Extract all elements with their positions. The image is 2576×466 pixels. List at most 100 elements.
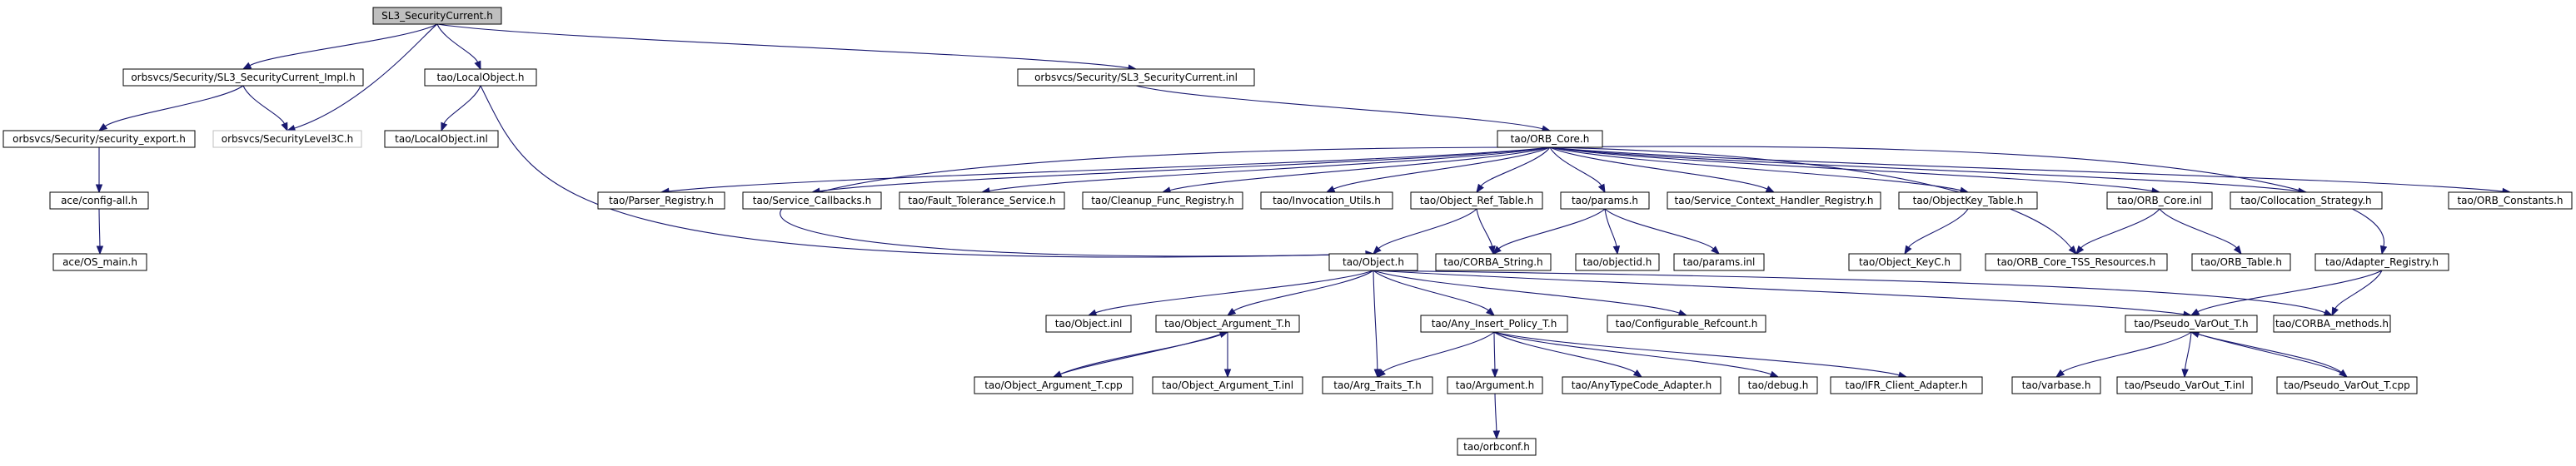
node-service-callbacks-h[interactable]: tao/Service_Callbacks.h [742,191,882,210]
edge-line [819,146,1551,192]
node-argument-h[interactable]: tao/Argument.h [1447,376,1543,394]
node-pseudo-varout-t-cpp[interactable]: tao/Pseudo_VarOut_T.cpp [2276,376,2418,394]
node-box [742,191,882,210]
node-object-argument-t-inl[interactable]: tao/Object_Argument_T.inl [1152,376,1303,394]
node-object-argument-t-h[interactable]: tao/Object_Argument_T.h [1155,315,1300,333]
edge-line [1494,393,1497,432]
edge-line [2185,331,2192,370]
node-sl3-sc-h[interactable]: SL3_SecurityCurrent.h [372,7,502,25]
arrow-head-icon [1597,183,1606,194]
node-box [1830,376,1983,394]
node-orb-constants-h[interactable]: tao/ORB_Constants.h [2448,191,2573,210]
edge-object_ref_table_h-to-object_h [1373,208,1477,255]
node-invocation-utils-h[interactable]: tao/Invocation_Utils.h [1260,191,1393,210]
edge-object_h-to-object_argument_t_h [1226,270,1374,316]
edge-objectkey_table_h-to-object_keyc_h [1904,208,1969,255]
node-any-insert-policy-t-h[interactable]: tao/Any_Insert_Policy_T.h [1420,315,1568,333]
node-orb-table-h[interactable]: tao/ORB_Table.h [2191,253,2291,271]
edge-config_all_h-to-os_main_h [96,208,104,255]
node-label: tao/Pseudo_VarOut_T.inl [2125,379,2245,391]
node-debug-h[interactable]: tao/debug.h [1738,376,1818,394]
node-orb-core-h[interactable]: tao/ORB_Core.h [1497,130,1603,148]
edge-line [1373,270,2185,315]
node-collocation-strategy-h[interactable]: tao/Collocation_Strategy.h [2230,191,2383,210]
node-objectkey-table-h[interactable]: tao/ObjectKey_Table.h [1898,191,2038,210]
node-localobject-inl[interactable]: tao/LocalObject.inl [384,130,499,148]
node-box [2314,253,2449,271]
edge-orb_core_inl-to-orb_core_tss_h [2075,208,2160,255]
node-label: tao/Fault_Tolerance_Service.h [908,195,1055,206]
node-orb-core-inl[interactable]: tao/ORB_Core.inl [2106,191,2213,210]
node-sl3-inl[interactable]: orbsvcs/Security/SL3_SecurityCurrent.inl [1017,68,1255,87]
node-svc-ctx-handler-h[interactable]: tao/Service_Context_Handler_Registry.h [1667,191,1881,210]
node-security-export-h[interactable]: orbsvcs/Security/security_export.h [2,130,196,148]
node-anytypecode-adapter-h[interactable]: tao/AnyTypeCode_Adapter.h [1562,376,1721,394]
node-objectid-h[interactable]: tao/objectid.h [1575,253,1660,271]
node-object-inl[interactable]: tao/Object.inl [1045,315,1132,333]
edge-orb_core_h-to-invocation_utils_h [1325,146,1551,193]
edge-sl3_inl-to-orb_core_h [1135,85,1552,132]
node-pseudo-varout-t-h[interactable]: tao/Pseudo_VarOut_T.h [2125,315,2258,333]
node-box [1898,191,2038,210]
edge-line [1060,331,1228,375]
arrow-head-icon [2190,308,2200,316]
node-localobject-h[interactable]: tao/LocalObject.h [424,68,537,87]
edge-line [2198,334,2348,378]
node-label: tao/AnyTypeCode_Adapter.h [1572,379,1712,391]
arrow-head-icon [97,122,108,131]
arrow-head-icon [1223,369,1232,379]
node-box [1155,315,1300,333]
node-params-inl[interactable]: tao/params.inl [1673,253,1765,271]
node-label: tao/Pseudo_VarOut_T.cpp [2284,379,2410,391]
node-params-h[interactable]: tao/params.h [1560,191,1650,210]
node-cleanup-func-h[interactable]: tao/Cleanup_Func_Registry.h [1082,191,1243,210]
edge-line [1549,146,2504,192]
node-parser-registry-h[interactable]: tao/Parser_Registry.h [597,191,725,210]
node-label: tao/Invocation_Utils.h [1273,195,1381,206]
node-sl3-impl-h[interactable]: orbsvcs/Security/SL3_SecurityCurrent_Imp… [122,68,364,87]
node-label: tao/Object_Argument_T.h [1164,318,1290,330]
node-box [899,191,1065,210]
node-adapter-registry-h[interactable]: tao/Adapter_Registry.h [2314,253,2449,271]
node-pseudo-varout-t-inl[interactable]: tao/Pseudo_VarOut_T.inl [2116,376,2253,394]
node-ifr-client-adapter-h[interactable]: tao/IFR_Client_Adapter.h [1830,376,1983,394]
node-box [1322,376,1433,394]
node-corba-string-h[interactable]: tao/CORBA_String.h [1435,253,1552,271]
edge-any_insert_policy_t_h-to-argument_h [1491,331,1499,379]
edge-line [1476,208,1493,247]
node-configurable-refcount-h[interactable]: tao/Configurable_Refcount.h [1607,315,1766,333]
node-box [1435,253,1552,271]
edge-line [1169,146,1551,191]
edge-line [1493,331,1496,370]
arrow-head-icon [1226,308,1237,316]
node-object-h[interactable]: tao/Object.h [1328,253,1418,271]
node-os-main-h[interactable]: ace/OS_main.h [52,253,147,271]
node-corba-methods-h[interactable]: tao/CORBA_methods.h [2273,315,2391,333]
arrow-head-icon [2233,245,2242,255]
node-object-keyc-h[interactable]: tao/Object_KeyC.h [1848,253,1961,271]
node-box [1328,253,1418,271]
node-config-all-h[interactable]: ace/config-all.h [49,191,149,210]
node-box [1575,253,1660,271]
edge-line [104,85,244,127]
edge-object_h-to-arg_traits_t_h [1373,270,1382,379]
node-orbconf-h[interactable]: tao/orbconf.h [1457,438,1537,456]
node-varbase-h[interactable]: tao/varbase.h [2011,376,2101,394]
edge-sl3_impl_h-to-security_export_h [97,85,244,131]
node-arg-traits-t-h[interactable]: tao/Arg_Traits_T.h [1322,376,1433,394]
node-object-ref-table-h[interactable]: tao/Object_Ref_Table.h [1410,191,1543,210]
edge-line [2197,270,2383,313]
node-object-argument-t-cpp[interactable]: tao/Object_Argument_T.cpp [974,376,1134,394]
node-orb-core-tss-h[interactable]: tao/ORB_Core_TSS_Resources.h [1985,253,2168,271]
edge-line [436,23,1129,69]
node-box [1848,253,1961,271]
edge-line [249,23,438,67]
node-fault-tolerance-h[interactable]: tao/Fault_Tolerance_Service.h [899,191,1065,210]
arrow-head-icon [2323,309,2334,316]
arrow-head-icon [286,124,296,131]
edge-any_insert_policy_t_h-to-ifr_client_adapter_h [1493,331,1908,379]
arrow-head-icon [96,245,104,255]
edge-line [1493,331,1900,376]
node-box [1152,376,1303,394]
